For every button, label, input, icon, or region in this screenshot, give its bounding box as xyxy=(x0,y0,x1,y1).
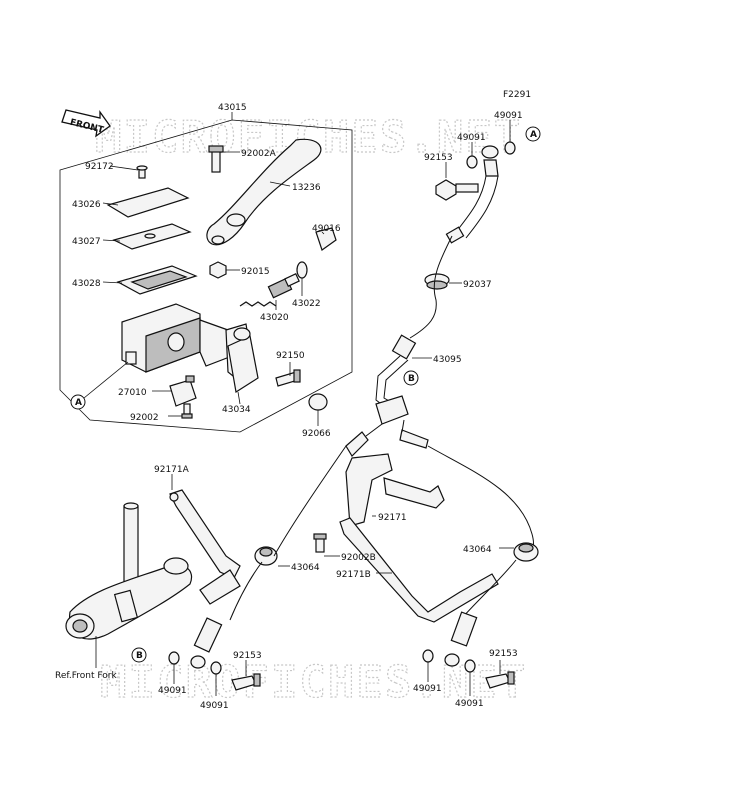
clamp-92037 xyxy=(424,273,450,290)
part-label-92015: 92015 xyxy=(241,267,270,277)
part-label-92171b: 92171B xyxy=(336,570,371,580)
right-lower-banjo xyxy=(422,611,515,689)
washer-49091-top-b xyxy=(504,141,516,155)
part-label-92002: 92002 xyxy=(130,413,159,423)
screw-92172 xyxy=(136,165,148,179)
svg-text:A: A xyxy=(75,398,82,408)
part-label-43064-right: 43064 xyxy=(463,545,492,555)
part-label-92171a: 92171A xyxy=(154,465,190,475)
part-label-92002b: 92002B xyxy=(341,553,376,563)
snap-ring-43022 xyxy=(296,261,308,279)
part-label-43095: 43095 xyxy=(433,355,462,365)
washer-49091-top-a xyxy=(466,155,478,169)
part-label-92066: 92066 xyxy=(302,429,331,439)
svg-text:A: A xyxy=(530,130,537,140)
callout-a-left xyxy=(70,394,86,410)
part-label-92037: 92037 xyxy=(463,280,492,290)
part-label-27010: 27010 xyxy=(118,388,147,398)
banjo-bolt-92153-top xyxy=(435,179,479,201)
part-label-13236: 13236 xyxy=(292,183,321,193)
part-label-92153-top: 92153 xyxy=(424,153,453,163)
part-label-92153-left: 92153 xyxy=(233,651,262,661)
part-label-43022: 43022 xyxy=(292,299,321,309)
part-label-43026: 43026 xyxy=(72,200,101,210)
bracket-92171a xyxy=(169,489,241,605)
part-label-92150: 92150 xyxy=(276,351,305,361)
front-fork xyxy=(65,502,193,640)
screw-92002 xyxy=(181,403,193,419)
part-label-49016: 49016 xyxy=(312,224,341,234)
part-label-43027: 43027 xyxy=(72,237,101,247)
part-label-92153-right: 92153 xyxy=(489,649,518,659)
switch-27010 xyxy=(169,375,197,407)
lever-holder-43034 xyxy=(227,327,259,393)
boot-49016 xyxy=(315,227,337,251)
part-label-92171: 92171 xyxy=(378,513,407,523)
part-label-43015: 43015 xyxy=(218,103,247,113)
part-label-49091-right-b: 49091 xyxy=(455,699,484,709)
left-lower-banjo xyxy=(168,617,261,691)
nut-92015 xyxy=(209,261,227,279)
svg-text:B: B xyxy=(136,651,143,661)
master-cylinder-body xyxy=(121,303,253,381)
grommet-43064-left xyxy=(254,546,278,566)
part-label-49091-left-a: 49091 xyxy=(158,686,187,696)
svg-text:B: B xyxy=(408,374,415,384)
part-label-49091-top-a: 49091 xyxy=(457,133,486,143)
part-label-49091-top-b: 49091 xyxy=(494,111,523,121)
figure-code: F2291 xyxy=(503,90,531,100)
part-label-49091-right-a: 49091 xyxy=(413,684,442,694)
part-label-43028: 43028 xyxy=(72,279,101,289)
bolt-92002b xyxy=(313,533,327,553)
bolt-92150 xyxy=(275,369,301,387)
part-label-43064-left: 43064 xyxy=(291,563,320,573)
bolt-92002a xyxy=(208,145,224,173)
part-label-92172: 92172 xyxy=(85,162,114,172)
cap-92066 xyxy=(308,393,328,411)
assembly-frame xyxy=(59,119,353,433)
callout-a-right xyxy=(525,126,541,142)
callout-b-top xyxy=(403,370,419,386)
part-label-92002a: 92002A xyxy=(241,149,277,159)
part-label-43034: 43034 xyxy=(222,405,251,415)
reservoir-cap xyxy=(106,187,190,218)
grommet-43064-right xyxy=(513,542,539,562)
piston-43020 xyxy=(239,273,300,307)
callout-b-bottom xyxy=(131,647,147,663)
part-label-43020: 43020 xyxy=(260,313,289,323)
ref-front-fork-note: Ref.Front Fork xyxy=(55,671,117,681)
bracket-92171 xyxy=(345,453,445,527)
bracket-92171b xyxy=(339,517,499,623)
part-label-49091-left-b: 49091 xyxy=(200,701,229,711)
hose-junction xyxy=(345,395,429,457)
